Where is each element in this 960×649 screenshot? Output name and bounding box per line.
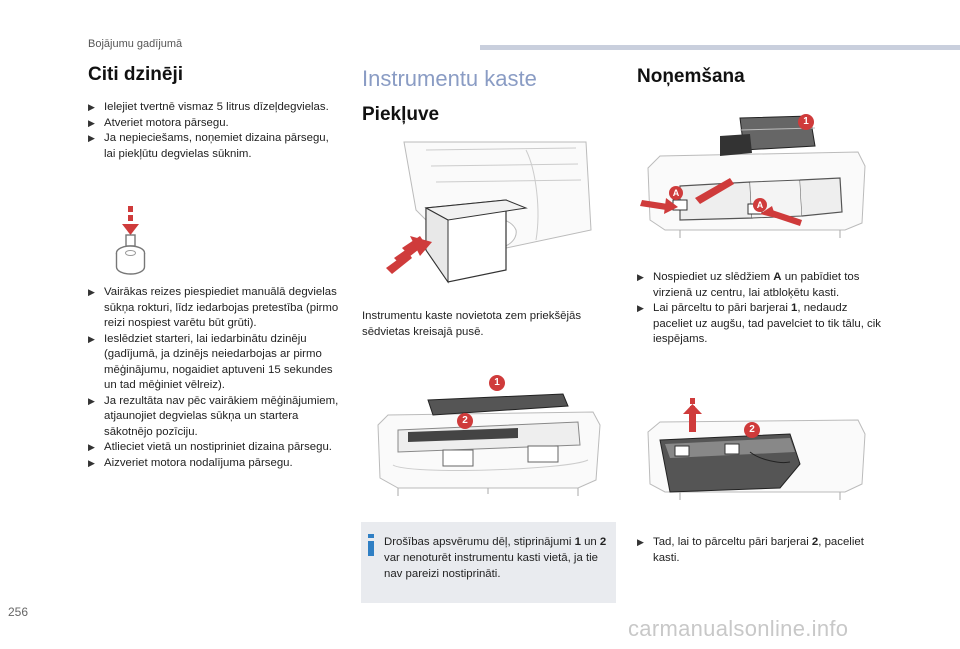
heading-citi-dzineji: Citi dzinēji — [88, 64, 183, 85]
bullet-f-icon: ▶ — [88, 102, 95, 112]
marker-a-right: A — [753, 198, 767, 212]
section-header: Bojājumu gadījumā — [88, 38, 183, 50]
list-item: ▶Vairākas reizes piespiediet manuālā deg… — [88, 286, 339, 329]
info-text: Drošības apsvērumu dēļ, stiprinājumi 1 u… — [384, 536, 607, 580]
toolbox-location-text: Instrumentu kaste novietota zem priekšēj… — [362, 310, 582, 338]
heading-nonemsana: Noņemšana — [637, 66, 745, 87]
list-item: ▶Tad, lai to pārceltu pāri barjerai 2, p… — [637, 536, 864, 564]
marker-1-removal: 1 — [798, 114, 814, 130]
bullet-f-icon: ▶ — [88, 457, 95, 468]
removal-steps: ▶Nospiediet uz slēdžiem A un pabīdiet to… — [637, 270, 889, 348]
page-number: 256 — [8, 605, 29, 619]
list-item: ▶Ja rezultāta nav pēc vairākiem mēģināju… — [88, 394, 339, 438]
steps-list-a: ▶Ielejiet tvertnē vismaz 5 litrus dīzeļd… — [88, 100, 338, 162]
bullet-f-icon: ▶ — [637, 537, 644, 547]
heading-piekluve: Piekļuve — [362, 104, 440, 125]
list-item: ▶Ielejiet tvertnē vismaz 5 litrus dīzeļd… — [88, 100, 338, 116]
removal-steps-final: ▶Tad, lai to pārceltu pāri barjerai 2, p… — [637, 535, 889, 566]
bullet-f-icon: ▶ — [637, 272, 644, 282]
list-item: ▶Aizveriet motora nodalījuma pārsegu. — [88, 456, 344, 472]
removal-illustration-bottom — [647, 398, 866, 500]
watermark: carmanualsonline.info — [628, 616, 849, 641]
bullet-f-icon: ▶ — [88, 333, 95, 344]
bullet-f-icon: ▶ — [637, 303, 644, 313]
header-bar — [480, 45, 960, 50]
fuel-pump-handle-icon — [115, 206, 146, 275]
list-item: ▶Atveriet motora pārsegu. — [88, 116, 338, 132]
seat-toolbox-illustration — [386, 141, 592, 284]
bullet-f-icon: ▶ — [88, 287, 95, 297]
list-item: ▶Ieslēdziet starteri, lai iedarbinātu dz… — [88, 332, 333, 392]
steps-list-b: ▶Vairākas reizes piespiediet manuālā deg… — [88, 285, 344, 471]
marker-2: 2 — [457, 413, 473, 429]
toolbox-illustration — [377, 393, 601, 496]
list-item: ▶Nospiediet uz slēdžiem A un pabīdiet to… — [637, 271, 860, 299]
bullet-f-icon: ▶ — [88, 395, 95, 406]
bullet-f-icon: ▶ — [88, 442, 95, 452]
info-box — [361, 522, 616, 603]
heading-instrumentu-kaste: Instrumentu kaste — [362, 66, 537, 91]
marker-2-removal: 2 — [744, 422, 760, 438]
removal-illustration-top — [640, 115, 866, 238]
bullet-f-icon: ▶ — [88, 117, 95, 128]
list-item: ▶Ja nepieciešams, noņemiet dizaina pārse… — [88, 132, 329, 160]
marker-1: 1 — [489, 375, 505, 391]
bullet-f-icon: ▶ — [88, 133, 95, 143]
marker-a-left: A — [669, 186, 683, 200]
list-item: ▶Lai pārceltu to pāri barjerai 1, nedaud… — [637, 302, 881, 345]
list-item: ▶Atlieciet vietā un nostipriniet dizaina… — [88, 440, 344, 456]
info-icon — [368, 534, 374, 556]
